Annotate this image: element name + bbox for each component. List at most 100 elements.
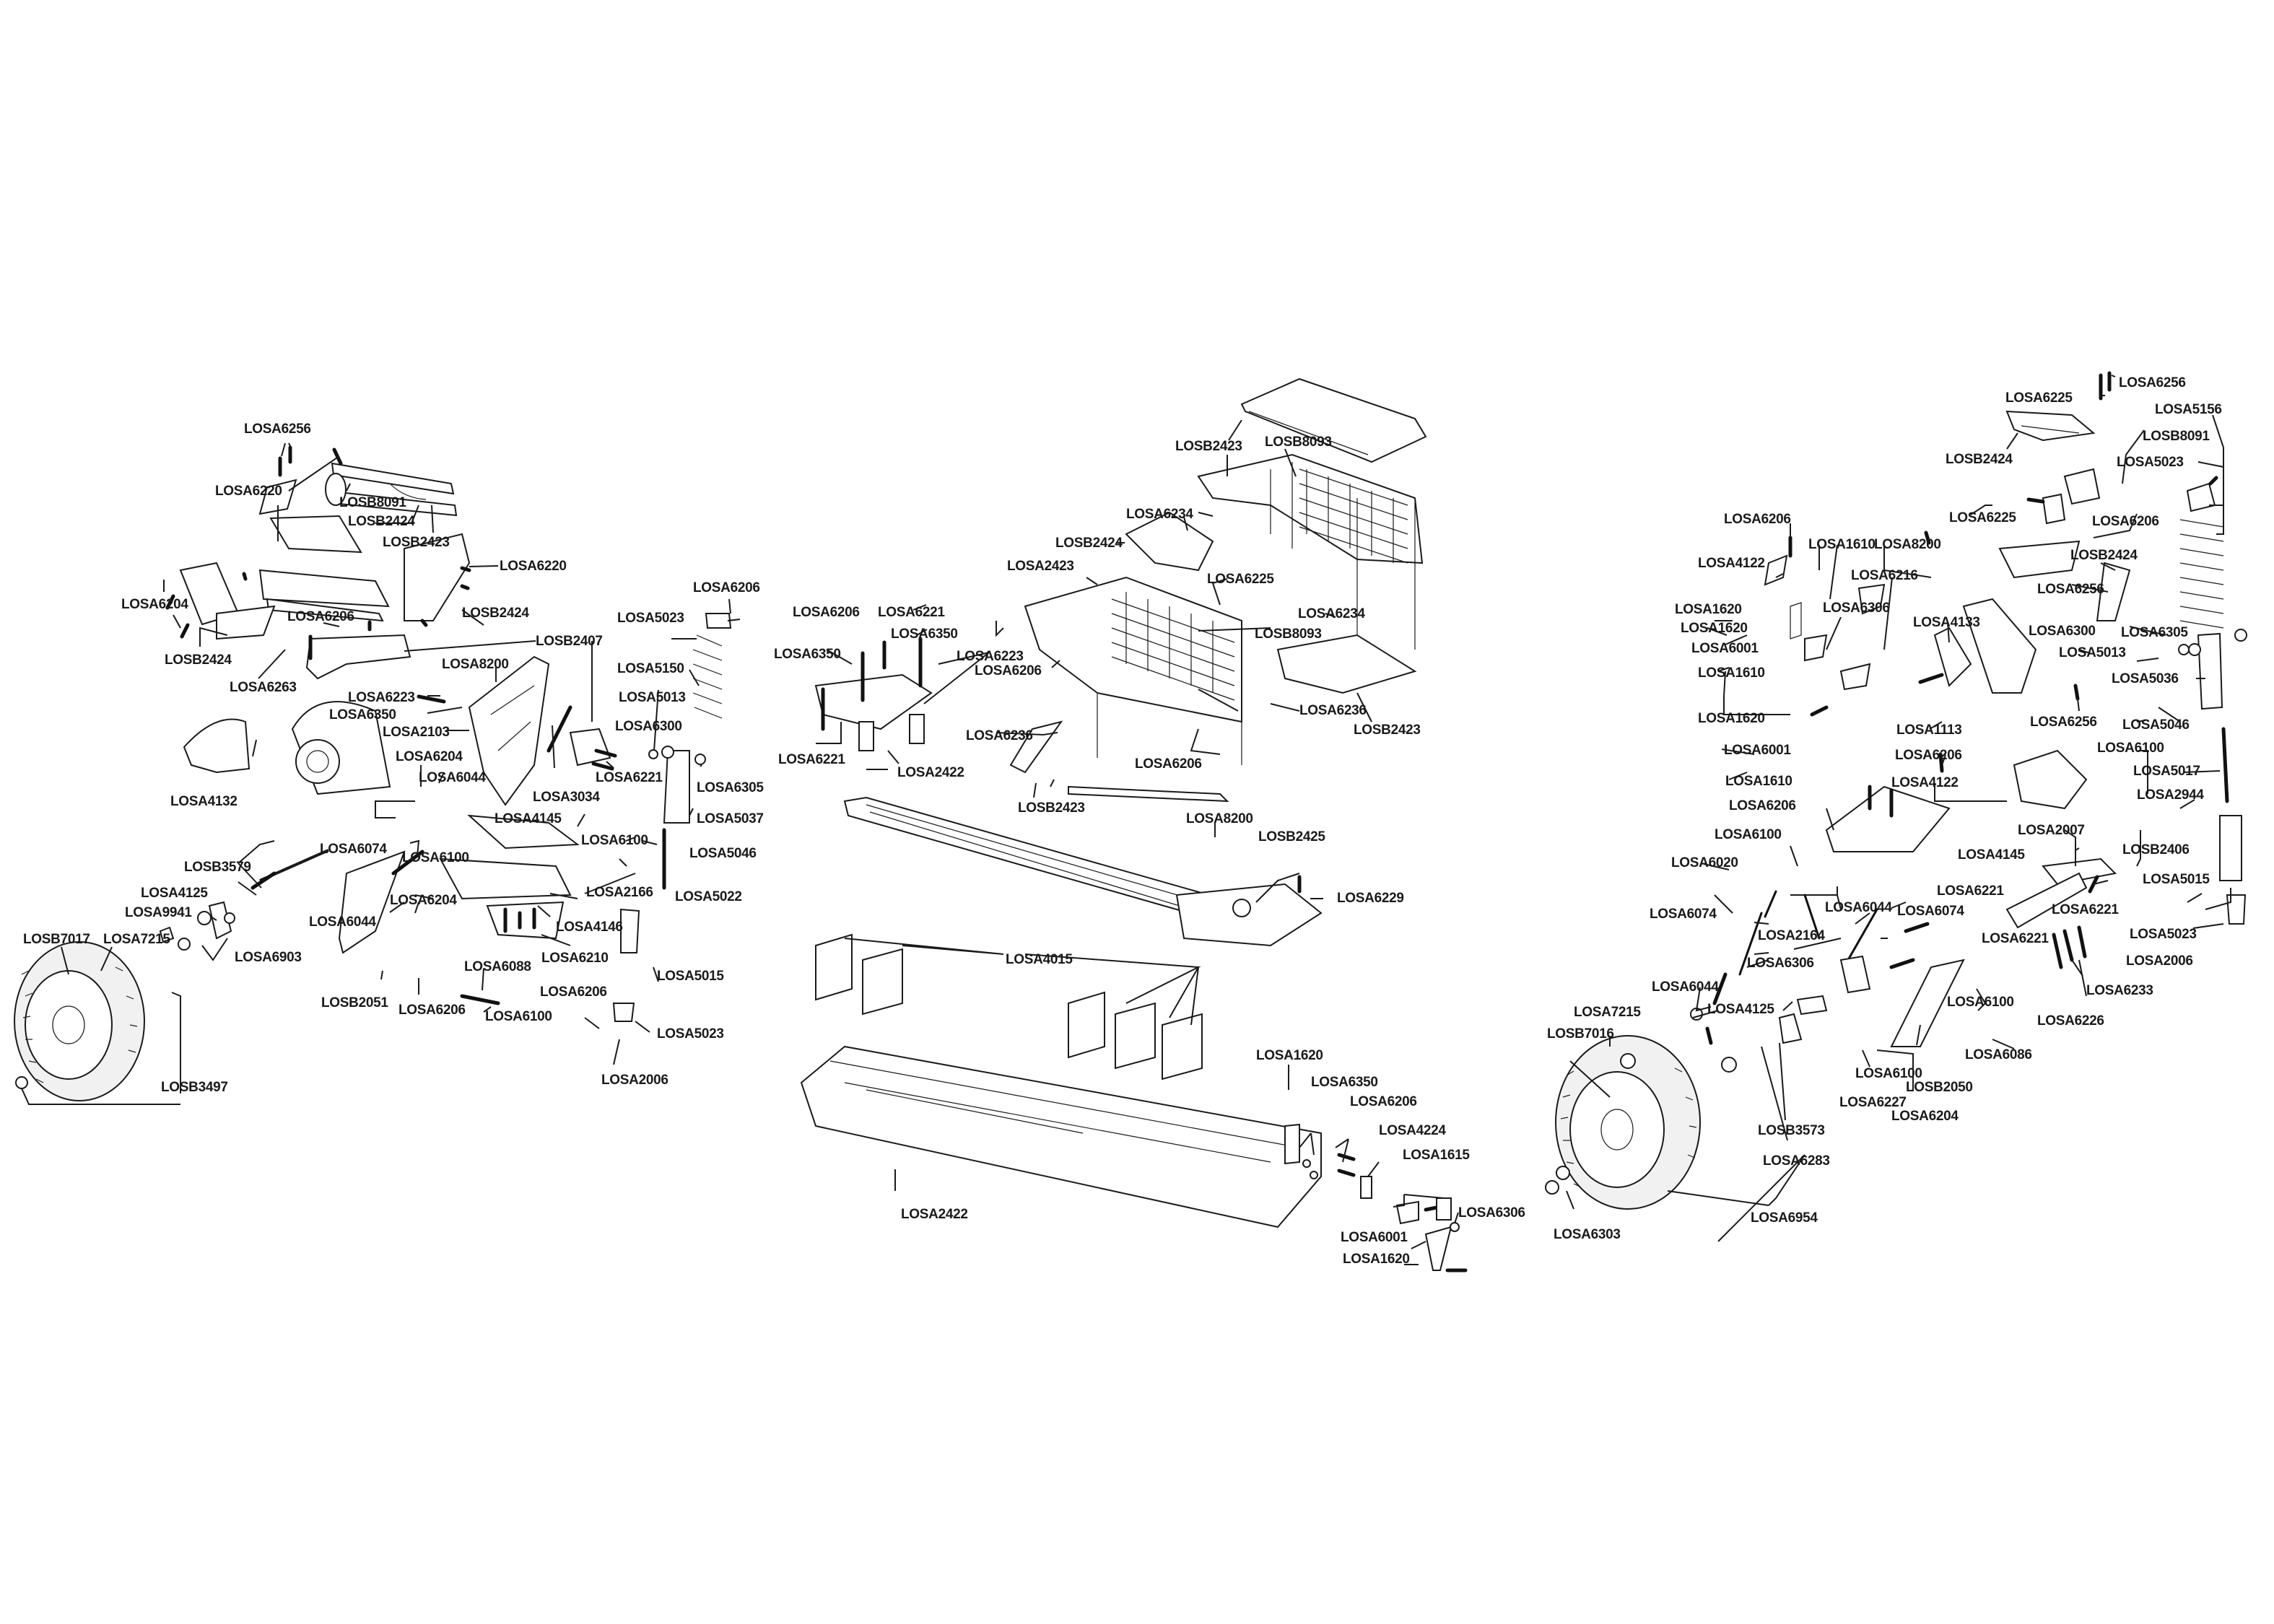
part-label: LOSB2423: [1018, 800, 1085, 816]
part-label: LOSA6001: [1341, 1230, 1408, 1245]
part-label: LOSA6220: [500, 559, 567, 574]
part-label: LOSA5023: [2117, 455, 2184, 470]
part-label: LOSA6100: [1855, 1066, 1922, 1081]
part-label: LOSA6229: [1337, 891, 1404, 906]
part-label: LOSB2424: [2070, 548, 2138, 563]
part-label: LOSA5156: [2155, 402, 2222, 417]
part-label: LOSB2424: [1946, 452, 2013, 467]
part-label: LOSA4125: [141, 886, 208, 901]
part-label: LOSB2424: [1055, 536, 1123, 551]
part-label: LOSA6044: [419, 770, 486, 785]
part-label: LOSB2406: [2122, 842, 2190, 857]
part-label: LOSA4145: [495, 811, 562, 826]
part-label: LOSA6236: [1299, 703, 1367, 718]
part-label: LOSA6206: [1729, 798, 1796, 813]
part-label: LOSA4122: [1891, 775, 1959, 790]
part-label: LOSA6100: [1715, 827, 1782, 842]
part-label: LOSB2050: [1906, 1080, 1973, 1095]
part-label: LOSB3573: [1758, 1123, 1825, 1138]
part-label: LOSA2007: [2018, 823, 2085, 838]
part-label: LOSA1620: [1698, 711, 1765, 726]
wing-part: [1240, 377, 1427, 463]
part-label: LOSA7215: [103, 932, 170, 947]
part-label: LOSA1620: [1343, 1252, 1410, 1267]
part-label: LOSA6210: [541, 951, 609, 966]
part-label: LOSB7017: [23, 932, 90, 947]
part-label: LOSB8091: [2143, 429, 2210, 444]
part-label: LOSA6903: [235, 950, 302, 965]
part-label: LOSA1620: [1681, 621, 1748, 636]
part-label: LOSA5015: [657, 969, 724, 984]
part-label: LOSB2051: [321, 995, 388, 1010]
part-label: LOSA8200: [1186, 811, 1253, 826]
part-label: LOSA6088: [464, 959, 531, 974]
part-label: LOSA6256: [244, 422, 311, 437]
front-assembly: [1545, 371, 2247, 1210]
roll-cage-part: [1009, 453, 1424, 803]
part-label: LOSA6256: [2030, 715, 2097, 730]
part-label: LOSA6350: [774, 647, 841, 662]
part-label: LOSA4132: [170, 794, 238, 809]
part-label: LOSA4122: [1698, 556, 1765, 571]
part-labels: LOSA6256 LOSA6220 LOSB8091 LOSB2424 LOSB…: [23, 375, 2222, 1267]
part-label: LOSB2424: [462, 606, 529, 621]
part-label: LOSA2422: [897, 765, 964, 780]
part-label: LOSA5036: [2112, 671, 2179, 686]
rear-shock-tower-part: [417, 655, 572, 806]
part-label: LOSB8091: [339, 495, 406, 510]
part-label: LOSB8093: [1255, 627, 1322, 642]
part-label: LOSA6223: [348, 690, 415, 705]
front-arm-part: [1889, 857, 2117, 1047]
part-label: LOSA6074: [1650, 907, 1717, 922]
part-label: LOSA6204: [396, 749, 463, 764]
part-label: LOSA5017: [2133, 764, 2200, 779]
part-label: LOSA6216: [1851, 568, 1918, 583]
part-label: LOSA6233: [2086, 983, 2153, 998]
part-label: LOSA6074: [320, 842, 387, 857]
part-label: LOSA6100: [485, 1009, 552, 1024]
part-label: LOSA1620: [1256, 1048, 1323, 1063]
center-assembly: [800, 377, 1468, 1272]
part-label: LOSA6306: [1458, 1205, 1525, 1221]
rear-assembly: [14, 445, 732, 1101]
part-label: LOSA6206: [1895, 748, 1962, 763]
part-label: LOSA6306: [1823, 601, 1890, 616]
part-label: LOSA6221: [1937, 883, 2004, 899]
part-label: LOSA4224: [1379, 1123, 1446, 1138]
part-label: LOSA6204: [390, 893, 457, 908]
part-label: LOSA8200: [442, 657, 509, 672]
part-label: LOSA6223: [957, 649, 1024, 664]
part-label: LOSA5150: [617, 661, 684, 676]
part-label: LOSA6954: [1751, 1210, 1818, 1226]
part-label: LOSB7016: [1547, 1026, 1614, 1042]
part-label: LOSA4145: [1958, 847, 2025, 863]
rear-hub-carrier-part: [569, 728, 617, 771]
part-label: LOSA6221: [878, 605, 945, 620]
front-bumper-part: [2005, 371, 2112, 525]
part-label: LOSA6001: [1691, 641, 1759, 656]
part-label: LOSA6044: [309, 914, 376, 930]
rear-shock-part: [612, 613, 732, 1022]
part-label: LOSB2407: [536, 634, 603, 649]
leader-lines: [21, 375, 2231, 1265]
rear-bumper-part: [278, 445, 458, 517]
part-label: LOSA6001: [1724, 743, 1791, 758]
part-label: LOSA1610: [1725, 774, 1792, 789]
part-label: LOSA4125: [1707, 1002, 1774, 1017]
part-label: LOSA1620: [1675, 602, 1742, 617]
part-label: LOSA5013: [619, 690, 686, 705]
part-label: LOSB3497: [161, 1080, 228, 1095]
part-label: LOSA6225: [1949, 510, 2016, 525]
part-label: LOSA6206: [1135, 756, 1202, 772]
part-label: LOSA6300: [2029, 624, 2096, 639]
part-label: LOSA5046: [2122, 717, 2190, 733]
part-label: LOSA6206: [793, 605, 860, 620]
part-label: LOSA6234: [1126, 507, 1193, 522]
part-label: LOSA6226: [2037, 1013, 2104, 1029]
part-label: LOSA5023: [657, 1026, 724, 1042]
part-label: LOSA3034: [533, 790, 600, 805]
part-label: LOSA6220: [215, 484, 282, 499]
part-label: LOSA2944: [2137, 787, 2204, 803]
part-label: LOSA5023: [2130, 927, 2197, 942]
part-label: LOSA6086: [1965, 1047, 2032, 1062]
